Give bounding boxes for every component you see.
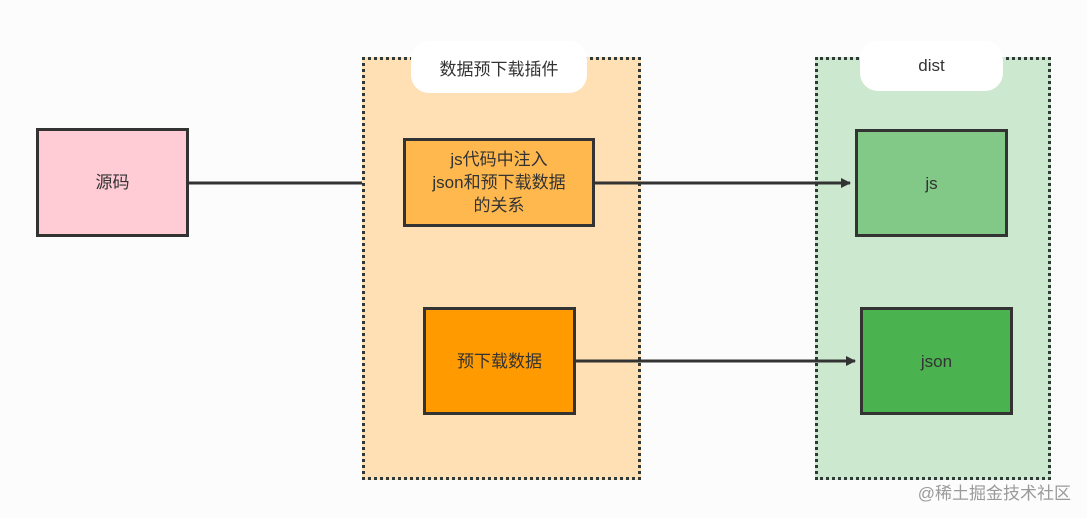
plugin-group-label: 数据预下载插件 bbox=[411, 41, 587, 93]
js-node: js bbox=[855, 129, 1008, 237]
js-label: js bbox=[925, 173, 938, 193]
plugin-group bbox=[362, 57, 641, 480]
inject-line-2: json和预下载数据 bbox=[432, 173, 566, 192]
prefetch-data-label: 预下载数据 bbox=[457, 351, 542, 371]
inject-line-3: 的关系 bbox=[473, 196, 525, 215]
inject-relation-text: js代码中注入 json和预下载数据 的关系 bbox=[432, 148, 565, 217]
dist-group-label: dist bbox=[860, 41, 1003, 91]
json-node: json bbox=[860, 307, 1013, 415]
source-code-node: 源码 bbox=[36, 128, 189, 237]
dist-group bbox=[815, 57, 1051, 480]
inject-relation-node: js代码中注入 json和预下载数据 的关系 bbox=[403, 138, 595, 227]
prefetch-data-node: 预下载数据 bbox=[423, 307, 576, 415]
inject-line-1: js代码中注入 bbox=[450, 150, 548, 169]
json-label: json bbox=[920, 351, 953, 371]
source-code-label: 源码 bbox=[95, 173, 130, 192]
watermark: @稀土掘金技术社区 bbox=[917, 484, 1071, 503]
